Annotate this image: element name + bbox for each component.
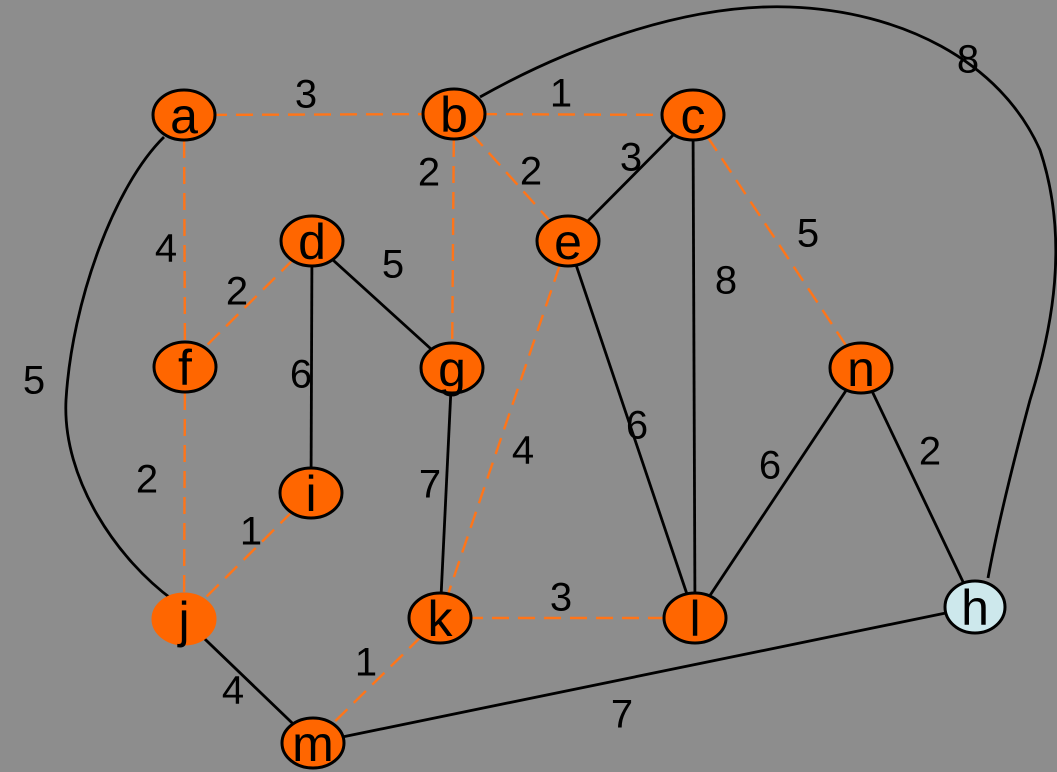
node-g[interactable] [419,341,485,395]
node-d-label: d [298,214,326,270]
edge-i-j-weight: 1 [240,509,262,553]
edge-d-g[interactable] [311,239,453,370]
node-b[interactable] [421,87,487,141]
edge-c-l-weight: 8 [715,258,737,302]
node-g-label: g [438,341,466,397]
node-i-label: i [305,466,316,522]
node-m-label: m [292,716,334,772]
edge-e-k[interactable] [438,240,570,619]
node-a[interactable] [151,88,217,142]
node-l[interactable] [662,591,728,645]
edge-a-f-weight: 4 [155,226,177,270]
node-d[interactable] [279,214,345,268]
node-b-label: b [440,87,468,143]
edge-e-l-weight: 6 [626,403,648,447]
edge-l-n-weight: 6 [759,443,781,487]
edge-a-b-weight: 3 [295,72,317,116]
edge-k-l-weight: 3 [550,575,572,619]
edge-j-m[interactable] [183,617,314,745]
edge-c-l[interactable] [691,114,697,619]
edge-b-h-weight: 8 [957,37,979,81]
edge-m-h[interactable] [312,605,976,745]
node-c[interactable] [660,88,726,142]
edge-k-m-weight: 1 [355,640,377,684]
node-h[interactable] [943,579,1007,635]
edge-k-m[interactable] [312,617,441,744]
node-c-label: c [681,88,706,144]
edge-d-i-weight: 6 [290,352,312,396]
node-i[interactable] [278,466,344,520]
node-e[interactable] [535,214,601,268]
edge-f-j-weight: 2 [136,457,158,501]
edge-c-e[interactable] [567,114,694,242]
node-k[interactable] [407,591,473,645]
node-j[interactable] [151,592,217,646]
node-m[interactable] [280,716,346,770]
edge-e-l[interactable] [566,240,697,619]
node-a-label: a [170,88,198,144]
node-k-label: k [428,591,454,647]
edge-d-f[interactable] [184,240,313,368]
node-n[interactable] [828,341,894,395]
edge-b-c-weight: 1 [550,71,572,115]
edge-b-g-weight: 2 [418,150,440,194]
edge-f-j[interactable] [182,366,187,620]
edge-d-i[interactable] [309,240,314,494]
node-h-label: h [961,580,989,636]
edge-b-g[interactable] [450,113,456,369]
edge-a-j-weight: 5 [23,358,45,402]
edge-e-k-weight: 4 [512,428,534,472]
edge-b-h[interactable] [479,5,1057,579]
edge-c-n[interactable] [692,114,862,369]
edge-g-k-weight: 7 [419,462,441,506]
node-f-label: f [178,340,192,396]
node-n-label: n [847,341,875,397]
edge-a-j[interactable] [64,136,174,602]
node-f[interactable] [152,340,218,394]
edge-c-n-weight: 5 [797,211,819,255]
edge-i-j[interactable] [183,492,312,620]
edge-g-k[interactable] [438,367,454,619]
edge-d-f-weight: 2 [226,269,248,313]
edge-d-g-weight: 5 [382,242,404,286]
edge-l-n[interactable] [693,367,863,619]
edge-j-m-weight: 4 [222,668,244,712]
edge-m-h-weight: 7 [611,692,633,736]
edge-n-h-weight: 2 [919,429,941,473]
edge-a-b[interactable] [183,112,455,117]
edge-c-e-weight: 3 [620,135,642,179]
node-e-label: e [554,214,582,270]
node-j-label: j [176,592,189,648]
edge-n-h[interactable] [859,367,977,608]
node-l-label: l [689,591,700,647]
edge-b-e-weight: 2 [520,149,542,193]
edge-b-c[interactable] [453,112,694,117]
edge-a-f[interactable] [182,114,187,368]
